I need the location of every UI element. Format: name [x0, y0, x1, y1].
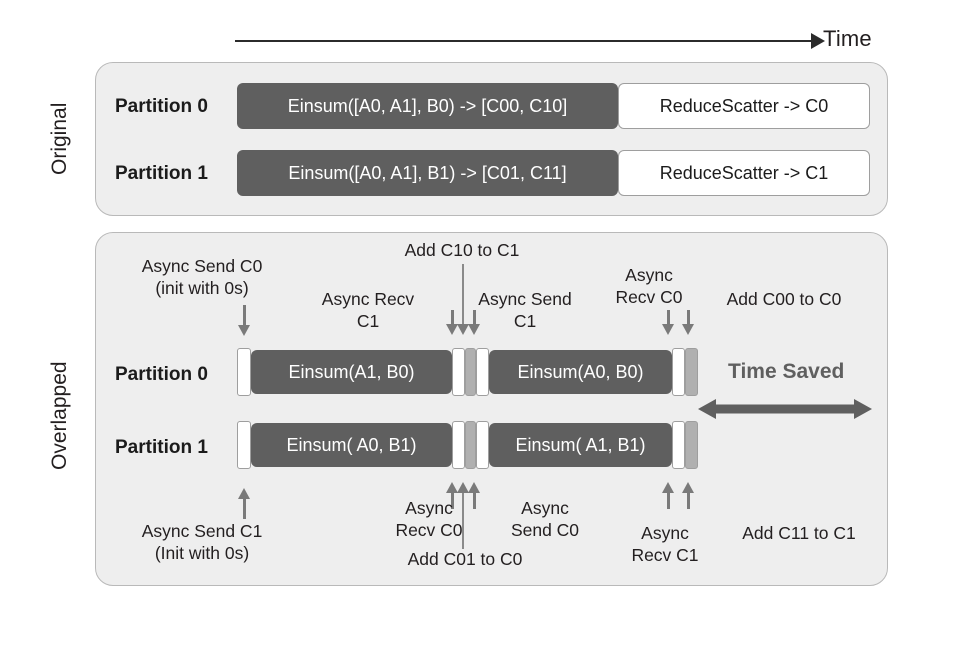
arrow-stem-async-recv-c0 [667, 310, 670, 326]
bar-reducescatter-partition-0-original[interactable]: ReduceScatter -> C0 [618, 83, 870, 129]
time-axis-line [235, 40, 813, 42]
section-label-original: Original [48, 102, 71, 175]
block-comm-p1-mid-b[interactable] [476, 421, 489, 469]
annotation-async-recv-c1-b: Async Recv C1 [631, 523, 699, 565]
bar-compute-partition-1-original[interactable]: Einsum([A0, A1], B1) -> [C01, C11] [237, 150, 618, 196]
block-add-p1-end[interactable] [685, 421, 698, 469]
annotation-async-send-c1: Async Send C1 [478, 289, 572, 331]
arrow-stem-async-send-c0 [243, 305, 246, 327]
time-saved-arrow-icon [698, 396, 872, 427]
block-comm-p1-end[interactable] [672, 421, 685, 469]
arrow-down-async-recv-c0-icon [662, 324, 674, 335]
annotation-async-send-c1-init: Async Send C1 (Init with 0s) [141, 521, 263, 563]
arrow-stem-add-c00-to-c0 [687, 310, 690, 326]
block-comm-p0-mid-b[interactable] [476, 348, 489, 396]
annotation-async-send-c0: Async Send C0 (init with 0s) [141, 256, 263, 298]
arrow-stem-async-recv-c1 [451, 310, 454, 326]
annotation-add-c11-to-c1: Add C11 to C1 [742, 523, 856, 543]
arrow-up-async-recv-c0-b-icon [446, 482, 458, 493]
annotation-async-recv-c1: Async Recv C1 [321, 289, 415, 331]
block-add-p0-end[interactable] [685, 348, 698, 396]
bar-compute-p0-2[interactable]: Einsum(A0, B0) [489, 350, 672, 394]
annotation-add-c00-to-c0: Add C00 to C0 [726, 289, 842, 309]
arrow-stem-async-recv-c0-b [451, 493, 454, 509]
block-add-p1-mid[interactable] [465, 421, 476, 469]
annotation-add-c10-to-c1: Add C10 to C1 [404, 240, 520, 260]
block-comm-p0-mid-a[interactable] [452, 348, 465, 396]
arrow-up-add-c01-to-c0-icon [457, 482, 469, 493]
arrow-down-add-c00-to-c0-icon [682, 324, 694, 335]
bar-compute-p1-2[interactable]: Einsum( A1, B1) [489, 423, 672, 467]
arrow-stem-async-send-c0-b [473, 493, 476, 509]
block-add-p0-mid[interactable] [465, 348, 476, 396]
arrow-up-async-send-c0-b-icon [468, 482, 480, 493]
time-axis-arrow-icon [811, 33, 825, 49]
annotation-async-recv-c0: Async Recv C0 [615, 265, 683, 307]
vline-add-c10-to-c1 [462, 264, 464, 326]
arrow-up-async-recv-c1-b-icon [662, 482, 674, 493]
arrow-down-async-recv-c1-icon [446, 324, 458, 335]
annotation-async-send-c0-b: Async Send C0 [510, 498, 580, 540]
block-comm-p1-mid-a[interactable] [452, 421, 465, 469]
arrow-stem-async-send-c1 [473, 310, 476, 326]
bar-compute-p0-1[interactable]: Einsum(A1, B0) [251, 350, 452, 394]
bar-compute-p1-1[interactable]: Einsum( A0, B1) [251, 423, 452, 467]
vline-add-c01-to-c0 [462, 493, 464, 549]
bar-compute-partition-0-original[interactable]: Einsum([A0, A1], B0) -> [C00, C10] [237, 83, 618, 129]
block-comm-p1-start[interactable] [237, 421, 251, 469]
row-label-partition-1-original: Partition 1 [115, 163, 208, 184]
annotation-add-c01-to-c0: Add C01 to C0 [407, 549, 523, 569]
arrow-up-add-c11-to-c1-icon [682, 482, 694, 493]
arrow-stem-add-c11-to-c1 [687, 493, 690, 509]
section-label-overlapped: Overlapped [48, 361, 71, 470]
bar-reducescatter-partition-1-original[interactable]: ReduceScatter -> C1 [618, 150, 870, 196]
arrow-down-async-send-c1-icon [468, 324, 480, 335]
arrow-down-add-c10-to-c1-icon [457, 324, 469, 335]
block-comm-p0-start[interactable] [237, 348, 251, 396]
annotation-async-recv-c0-b: Async Recv C0 [395, 498, 463, 540]
time-axis-label: Time [823, 26, 872, 51]
arrow-down-async-send-c0-icon [238, 325, 250, 336]
arrow-stem-async-send-c1-init [243, 499, 246, 519]
arrow-up-async-send-c1-icon [238, 488, 250, 499]
row-label-partition-0-overlapped: Partition 0 [115, 364, 208, 385]
row-label-partition-0-original: Partition 0 [115, 96, 208, 117]
time-saved-label: Time Saved [728, 360, 845, 383]
row-label-partition-1-overlapped: Partition 1 [115, 437, 208, 458]
block-comm-p0-end[interactable] [672, 348, 685, 396]
arrow-stem-async-recv-c1-b [667, 493, 670, 509]
